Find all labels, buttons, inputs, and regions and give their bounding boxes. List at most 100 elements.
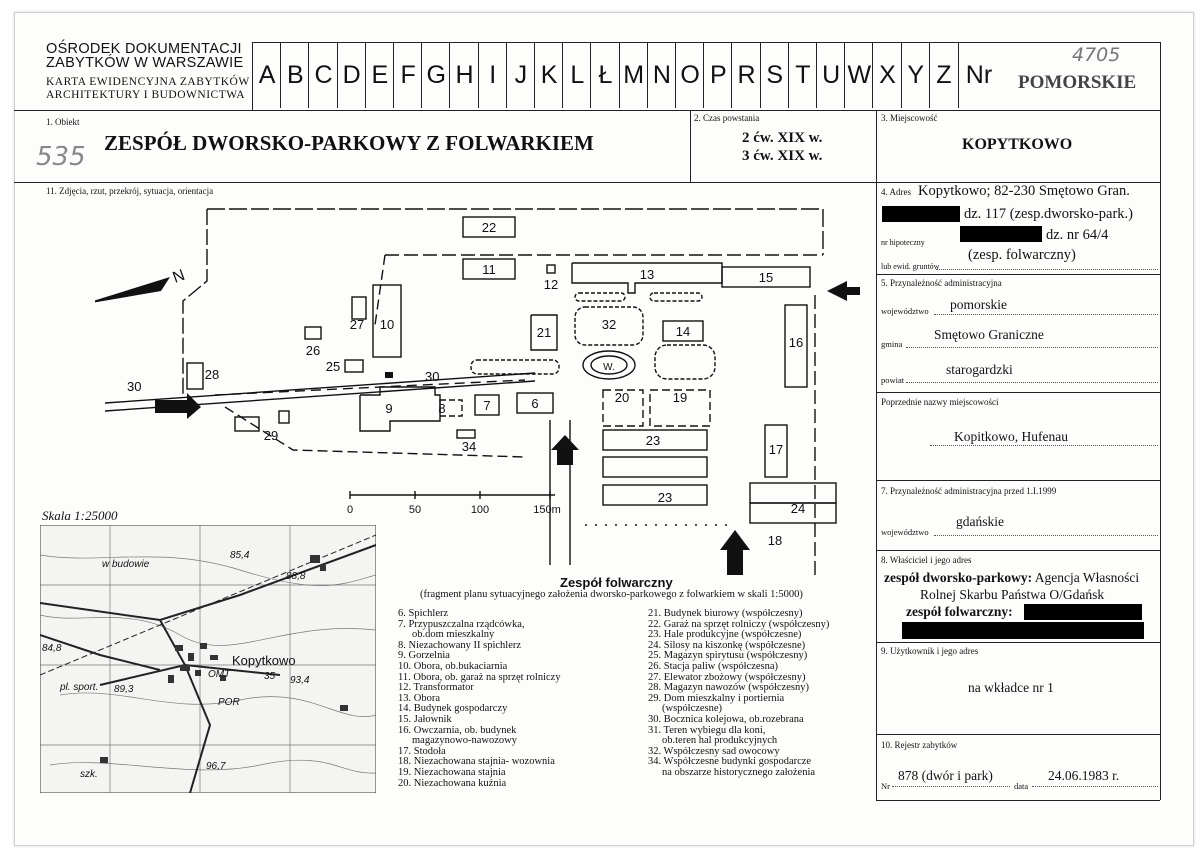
przed1999-woj-value: gdańskie	[956, 514, 1004, 529]
index-letter: D	[336, 42, 366, 108]
building-28	[186, 362, 204, 390]
building-26	[304, 326, 322, 340]
institution-name: OŚRODEK DOKUMENTACJI ZABYTKÓW W WARSZAWI…	[46, 42, 243, 71]
index-letter: O	[675, 42, 704, 108]
index-letter: C	[308, 42, 337, 108]
legend-item: magazynowo-nawozowy	[412, 735, 517, 747]
arrow-entry-east	[827, 281, 860, 301]
index-letter: T	[787, 42, 817, 108]
powiat-label: powiat	[881, 375, 905, 385]
legend-item: 19. Niezachowana stajnia	[398, 766, 506, 778]
building-15	[721, 266, 811, 288]
index-letter: F	[393, 42, 422, 108]
building-number: 24	[791, 501, 805, 516]
ewid-label: lub ewid. gruntów	[881, 262, 940, 271]
building-23a	[602, 429, 708, 451]
legend-item: 27. Elewator zbożowy (współczesny)	[648, 671, 806, 683]
legend-item: 30. Bocznica kolejowa, ob.rozebrana	[648, 713, 804, 725]
arrow-entry-south	[551, 435, 579, 465]
legend-right-column: 21. Budynek biurowy (współczesny)22. Gar…	[648, 608, 829, 779]
uzytkownik-label: 9. Użytkownik i jego adres	[881, 646, 979, 656]
legend-item: 28. Magazyn nawozów (współczesny)	[648, 682, 809, 694]
legend-item: 12. Transformator	[398, 682, 474, 694]
wlasciciel-label: 8. Właściciel i jego adres	[881, 555, 972, 565]
building-29	[234, 416, 260, 432]
building-14	[662, 320, 704, 342]
card-type: KARTA EWIDENCYJNA ZABYTKÓW ARCHITEKTURY …	[46, 76, 250, 102]
legend-item: 20. Niezachowana kuźnia	[398, 777, 507, 789]
building-20	[602, 389, 644, 427]
map-label: 84,8	[42, 643, 62, 654]
building-number: 11	[482, 262, 496, 277]
map-label: 88,8	[286, 571, 306, 582]
legend-item: 11. Obora, ob. garaż na sprzęt rolniczy	[398, 671, 561, 683]
legend-item: 21. Budynek biurowy (współczesny)	[648, 608, 803, 619]
arrow-east-rail	[155, 393, 201, 419]
przed1999-woj-label: województwo	[881, 527, 929, 537]
czas-label: 2. Czas powstania	[694, 113, 760, 123]
building-23b	[602, 456, 708, 478]
legend-item: ob.dom mieszkalny	[412, 629, 495, 641]
legend-item: 18. Niezachowana stajnia- wozownia	[398, 756, 555, 768]
powiat-value: starogardzki	[946, 362, 1013, 377]
legend-item: 17. Stodoła	[398, 745, 446, 757]
nr-label: Nr	[958, 42, 999, 108]
photos-label: 11. Zdjęcia, rzut, przekrój, sytuacja, o…	[46, 186, 214, 196]
redacted-block	[902, 622, 1144, 639]
building-9	[359, 386, 441, 432]
miejscowosc-value: KOPYTKOWO	[962, 136, 1073, 153]
building-number: 27	[350, 317, 364, 332]
legend-item: ob.teren hal produkcyjnych	[662, 735, 778, 747]
adres-label: 4. Adres	[881, 187, 911, 197]
adres-line1: Kopytkowo; 82-230 Smętowo Gran.	[918, 183, 1130, 199]
index-letter: X	[872, 42, 901, 108]
rail-label: 30	[127, 379, 141, 394]
map-label: 89,3	[114, 684, 134, 695]
legend-item: 13. Obora	[398, 692, 440, 704]
building-19	[649, 389, 711, 427]
legend-item: 10. Obora, ob.bukaciarnia	[398, 660, 508, 672]
building-25	[344, 359, 364, 373]
legend-item: (współczesne)	[662, 703, 723, 715]
arrow-north	[95, 277, 170, 303]
building-34	[456, 429, 476, 439]
map-scale: Skala 1:25000	[42, 508, 118, 523]
building-29b	[278, 410, 290, 424]
rejestr-data-value: 24.06.1983 r.	[1048, 768, 1120, 783]
rejestr-nr-value: 878 (dwór i park)	[898, 768, 993, 783]
legend-item: 8. Niezachowany II spichlerz	[398, 639, 522, 651]
index-letter: Ł	[590, 42, 619, 108]
scale-label: 50	[409, 504, 421, 516]
north-label: N	[171, 267, 188, 287]
building-number: 28	[205, 367, 219, 382]
uzytkownik-value: na wkładce nr 1	[968, 680, 1054, 695]
index-letter: R	[731, 42, 760, 108]
building-8	[439, 399, 463, 417]
index-letter: P	[703, 42, 732, 108]
building-number: 32	[602, 317, 616, 332]
arrow-entry-se	[720, 530, 750, 575]
przynaleznosc-label: 5. Przynależność administracyjna	[881, 278, 1002, 288]
czas-line2: 3 ćw. XIX w.	[742, 148, 823, 164]
index-letter: E	[364, 42, 394, 108]
index-letter: Y	[900, 42, 930, 108]
index-letter: Z	[928, 42, 958, 108]
legend-item: 24. Silosy na kiszonkę (współczesne)	[648, 639, 806, 651]
building-23c	[602, 484, 708, 506]
pond-label: W.	[603, 362, 615, 373]
index-letter: I	[477, 42, 507, 108]
legend-item: 34. Współczesne budynki gospodarcze	[648, 756, 812, 768]
poprzednie-label: Poprzednie nazwy miejscowości	[881, 397, 999, 407]
map-label: pl. sport.	[59, 682, 98, 693]
building-24a	[749, 482, 837, 504]
building-number: 18	[768, 533, 782, 548]
building-12	[546, 264, 556, 274]
building-17	[764, 424, 788, 478]
building-7	[474, 394, 500, 416]
woj-label: województwo	[881, 306, 929, 316]
map-label: 96,7	[206, 761, 226, 772]
building-number: 20	[615, 390, 629, 405]
legend-item: 26. Stacja paliw (współczesna)	[648, 660, 779, 672]
building-number: 22	[482, 220, 496, 235]
building-number: 21	[537, 325, 551, 340]
